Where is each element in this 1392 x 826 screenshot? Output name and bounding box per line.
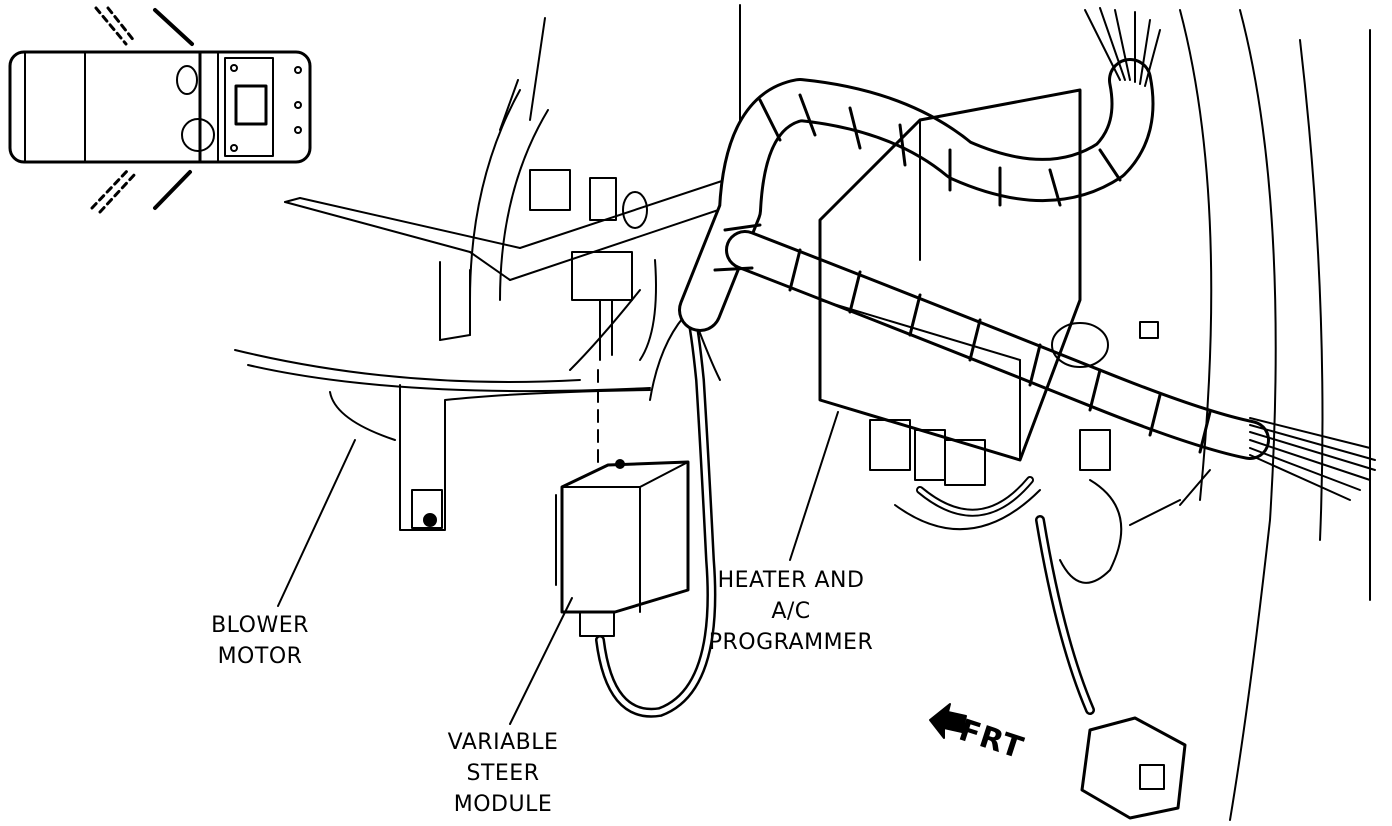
variable-steer-module-leader bbox=[509, 597, 573, 725]
heater-ac-programmer-label-line3: PROGRAMMER bbox=[708, 630, 874, 655]
heater-ac-programmer-label-line2: A/C bbox=[771, 599, 811, 624]
dash-structure bbox=[234, 4, 761, 531]
heater-ac-programmer-leader bbox=[789, 411, 839, 561]
variable-steer-module-label: VARIABLE STEER MODULE bbox=[438, 727, 568, 820]
leader-lines bbox=[277, 411, 839, 725]
main-wiring-harness bbox=[678, 7, 1376, 501]
blower-motor-leader bbox=[277, 439, 356, 607]
heater-ac-programmer-label-line1: HEATER AND bbox=[717, 568, 865, 593]
variable-steer-module-label-line1: VARIABLE bbox=[447, 730, 559, 755]
body-panel-right bbox=[1035, 9, 1371, 821]
front-arrow-icon bbox=[929, 703, 967, 739]
heater-ac-programmer-label: HEATER AND A/C PROGRAMMER bbox=[706, 565, 876, 658]
variable-steer-module-label-line3: MODULE bbox=[453, 792, 553, 817]
module-harness bbox=[595, 305, 721, 718]
blower-motor-label-line2: MOTOR bbox=[217, 644, 303, 669]
variable-steer-module-drawing bbox=[555, 459, 690, 637]
blower-motor-label: BLOWER MOTOR bbox=[200, 610, 320, 672]
vehicle-locator-inset bbox=[8, 6, 312, 214]
heater-ac-programmer-drawing bbox=[818, 88, 1082, 531]
variable-steer-module-label-line2: STEER bbox=[466, 761, 540, 786]
blower-motor-label-line1: BLOWER bbox=[211, 613, 309, 638]
